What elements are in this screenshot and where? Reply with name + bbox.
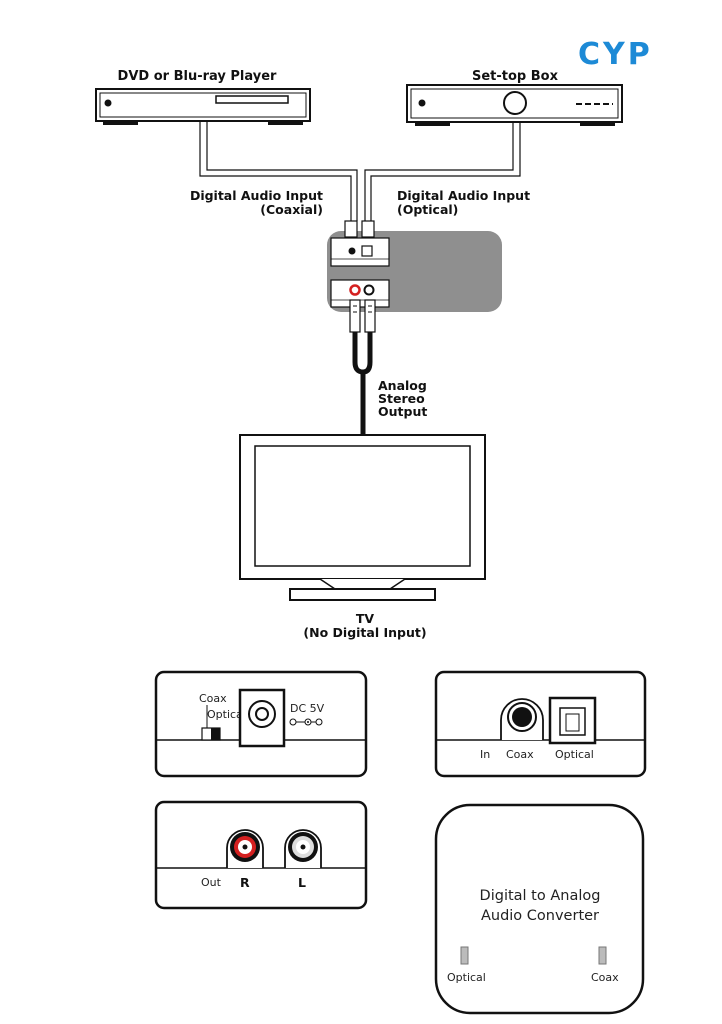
set-top-box-label: Set-top Box: [472, 69, 559, 84]
analog-label-line2: Stereo: [378, 391, 425, 406]
coax-input-label: Digital Audio Input (Coaxial): [190, 188, 323, 217]
converter-title-line2: Audio Converter: [481, 908, 599, 924]
optical-cable: [364, 122, 521, 221]
converter-top-panel: Digital to Analog Audio Converter Optica…: [434, 803, 645, 1015]
tv-label-line1: TV: [356, 611, 375, 626]
power-switch-panel: Coax Optical DC 5V: [154, 670, 368, 778]
converter-device: [327, 220, 502, 312]
analog-stereo-cable: [349, 299, 376, 436]
set-top-box-device: Set-top Box: [406, 69, 623, 126]
optical-label-line1: Digital Audio Input: [397, 188, 530, 203]
dial-knob-icon: [503, 91, 527, 115]
input-coax-label: Coax: [506, 748, 534, 761]
dc-polarity-icon: [289, 718, 323, 726]
tv-label-line2: (No Digital Input): [303, 625, 426, 640]
analog-label-line1: Analog: [378, 378, 427, 393]
analog-label-line3: Output: [378, 404, 427, 419]
dvd-player-label: DVD or Blu-ray Player: [118, 69, 277, 84]
top-optical-label: Optical: [447, 971, 486, 984]
output-l-label: L: [298, 875, 306, 890]
coax-label-line1: Digital Audio Input: [190, 188, 323, 203]
switch-optical-label: Optical: [207, 708, 246, 721]
output-out-label: Out: [201, 876, 222, 889]
input-in-label: In: [480, 748, 490, 761]
optical-input-label: Digital Audio Input (Optical): [397, 188, 530, 217]
power-button-icon: [104, 99, 112, 107]
output-r-label: R: [240, 875, 250, 890]
disc-tray-icon: [215, 95, 289, 104]
optical-label-line2: (Optical): [397, 202, 458, 217]
switch-coax-label: Coax: [199, 692, 227, 705]
tv-screen: [254, 445, 471, 567]
converter-title-line1: Digital to Analog: [480, 888, 601, 904]
dc-5v-label: DC 5V: [290, 702, 325, 715]
optical-led-indicator: [460, 946, 469, 965]
power-button-icon: [418, 99, 426, 107]
input-panel: In Coax Optical: [434, 670, 647, 778]
top-coax-label: Coax: [591, 971, 619, 984]
brand-logo-text: CYP: [578, 37, 653, 72]
input-optical-label: Optical: [555, 748, 594, 761]
dvd-player-device: DVD or Blu-ray Player: [95, 69, 311, 125]
coax-led-indicator: [598, 946, 607, 965]
tv-device: TV (No Digital Input): [239, 434, 486, 640]
coaxial-cable: [199, 121, 358, 221]
cyp-logo: CYP: [578, 37, 653, 72]
output-panel: Out R L: [154, 800, 368, 910]
optical-plug-icon: [361, 220, 375, 238]
analog-output-label: Analog Stereo Output: [378, 378, 427, 419]
coax-label-line2: (Coaxial): [260, 202, 323, 217]
coax-plug-icon: [344, 220, 358, 238]
